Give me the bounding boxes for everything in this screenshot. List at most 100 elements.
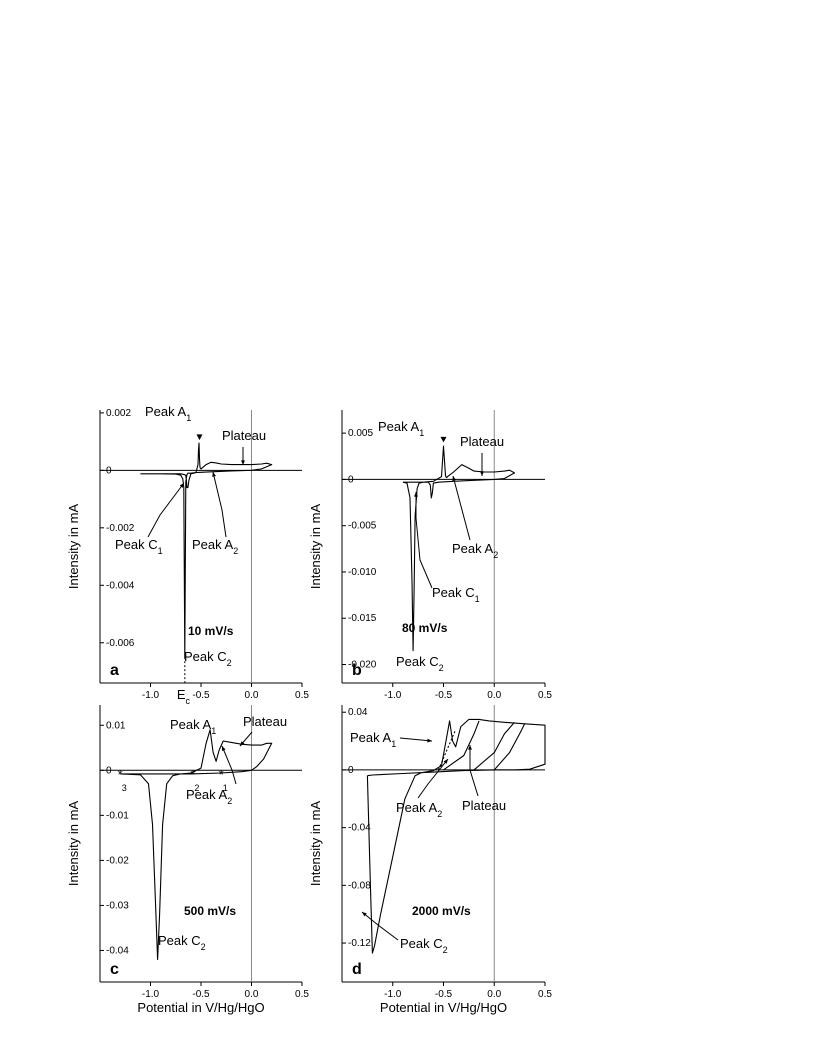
plateau-arrow-head <box>468 745 472 750</box>
plateau-arrow-head <box>241 460 245 465</box>
scan-rate-label: 80 mV/s <box>402 621 448 635</box>
y-tick-label: 0.01 <box>106 720 126 731</box>
scan-rate-label: 2000 mV/s <box>412 904 471 918</box>
peak-a2-arrow <box>417 758 449 799</box>
peak-a1-label: Peak A1 <box>350 730 396 749</box>
y-tick-label: 0.005 <box>348 428 373 439</box>
peak-a2-label: Peak A2 <box>192 537 238 556</box>
y-tick-label: -0.01 <box>106 810 129 821</box>
y-tick-label: -0.020 <box>348 659 377 670</box>
y-tick-label: -0.005 <box>348 521 377 532</box>
panel-label: a <box>110 662 119 679</box>
scan-rate-label: 500 mV/s <box>184 904 236 918</box>
switch-point-star: * <box>219 767 224 782</box>
y-tick-label: -0.015 <box>348 613 377 624</box>
y-axis-title: Intensity in mA <box>308 801 323 887</box>
cv-curve-0 <box>140 442 273 658</box>
plateau-label: Plateau <box>222 428 266 443</box>
peak-a1-label: Peak A1 <box>378 419 424 438</box>
scan-rate-label: 10 mV/s <box>188 624 234 638</box>
x-tick-label: -1.0 <box>142 690 160 701</box>
x-tick-label: -0.5 <box>192 989 210 1000</box>
switch-point-label: 3 <box>122 783 127 793</box>
x-tick-label: 0.5 <box>295 989 309 1000</box>
plateau-label: Plateau <box>460 434 504 449</box>
peak-a2-arrow <box>221 745 237 785</box>
plateau-arrow <box>469 745 479 797</box>
switch-point-label: 2 <box>194 783 199 793</box>
peak-c1-arrow-head <box>179 483 184 488</box>
ec-label: Ec <box>177 687 191 706</box>
peak-c2-label: Peak C2 <box>400 936 448 955</box>
cv-curve-2 <box>443 720 480 771</box>
x-tick-label: -1.0 <box>142 989 160 1000</box>
plateau-arrow-head <box>480 471 484 476</box>
x-axis-title: Potential in V/Hg/HgO <box>137 1000 264 1015</box>
cv-curve-0 <box>120 729 273 961</box>
y-tick-label: -0.04 <box>106 945 129 956</box>
x-tick-label: 0.5 <box>538 690 552 701</box>
y-tick-label: 0 <box>348 474 354 485</box>
cv-curve-0 <box>366 718 546 954</box>
peak-a2-label: Peak A2 <box>186 787 232 806</box>
peak-a2-arrow-head <box>452 476 457 481</box>
x-tick-label: 0.0 <box>245 989 259 1000</box>
x-tick-label: 0.5 <box>538 989 552 1000</box>
panel-label: b <box>352 662 362 679</box>
peak-a1-marker <box>440 436 447 443</box>
peak-a2-label: Peak A2 <box>396 800 442 819</box>
peak-c2-label: Peak C2 <box>184 649 232 668</box>
peak-a2-arrow <box>212 471 227 538</box>
y-tick-label: 0.04 <box>348 707 368 718</box>
cv-curve-0 <box>402 445 516 652</box>
y-tick-label: -0.03 <box>106 900 129 911</box>
plateau-arrow-head <box>240 741 245 746</box>
switch-point-star: * <box>118 767 123 782</box>
x-tick-label: 0.0 <box>487 690 501 701</box>
peak-c2-arrow <box>361 911 399 941</box>
y-tick-label: -0.12 <box>348 938 371 949</box>
panel-b: -1.0 -0.5 0.0 0.5 0.005 0 -0.005 -0.010 -0.015 -0… <box>308 410 552 701</box>
x-tick-label: 0.0 <box>487 989 501 1000</box>
peak-a2-arrow-head <box>221 746 226 751</box>
x-tick-label: -1.0 <box>384 690 402 701</box>
y-axis-title: Intensity in mA <box>308 504 323 590</box>
peak-a1-arrow-head <box>427 738 432 743</box>
peak-c1-arrow-head <box>414 492 418 497</box>
x-tick-label: 0.0 <box>245 690 259 701</box>
y-tick-label: 0 <box>106 465 112 476</box>
peak-a1-arrow <box>399 737 433 742</box>
y-tick-label: -0.08 <box>348 880 371 891</box>
peak-c2-label: Peak C2 <box>396 654 444 673</box>
x-axis-title: Potential in V/Hg/HgO <box>380 1000 507 1015</box>
y-tick-label: -0.010 <box>348 567 377 578</box>
x-tick-label: -1.0 <box>384 989 402 1000</box>
peak-c2-label: Peak C2 <box>158 933 206 952</box>
peak-a1-label: Peak A1 <box>170 717 216 736</box>
peak-a2-arrow-head <box>212 472 216 477</box>
peak-a1-marker <box>196 434 203 441</box>
y-tick-label: 0.002 <box>106 408 131 419</box>
cv-curve-4 <box>493 723 526 771</box>
panel-label: d <box>352 961 362 978</box>
y-tick-label: -0.002 <box>106 523 135 534</box>
peak-c1-label: Peak C1 <box>115 537 163 556</box>
peak-c2-arrow-head <box>362 912 367 917</box>
peak-a2-label: Peak A2 <box>452 541 498 560</box>
y-tick-label: -0.004 <box>106 580 135 591</box>
y-axis-title: Intensity in mA <box>66 504 81 590</box>
plateau-label: Plateau <box>462 798 506 813</box>
peak-c1-arrow <box>147 482 185 538</box>
switch-point-label: 1 <box>223 783 228 793</box>
plateau-label: Plateau <box>243 714 287 729</box>
cv-curve-3 <box>473 721 515 771</box>
peak-a2-arrow <box>452 475 471 541</box>
y-axis-title: Intensity in mA <box>66 801 81 887</box>
peak-c1-label: Peak C1 <box>432 585 480 604</box>
x-tick-label: -0.5 <box>435 690 453 701</box>
x-tick-label: -0.5 <box>192 690 210 701</box>
peak-a1-label: Peak A1 <box>145 404 191 423</box>
